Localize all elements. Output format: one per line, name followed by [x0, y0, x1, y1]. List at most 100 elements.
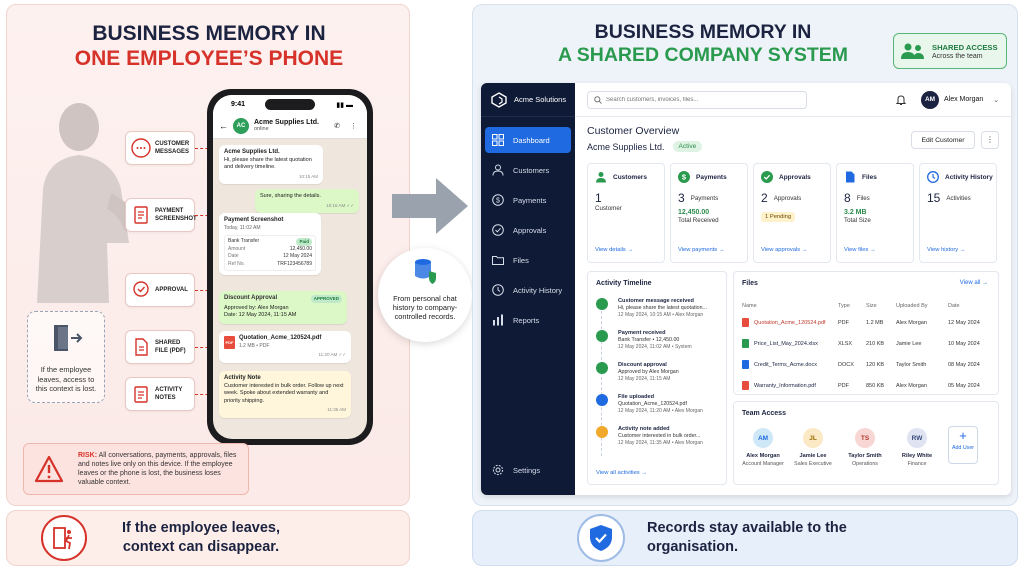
timeline-item[interactable]: Payment received Bank Transfer • 12,450.…	[596, 330, 722, 351]
message-text: Sure, sharing the details.	[260, 193, 321, 199]
column-header[interactable]: Date	[948, 303, 960, 309]
column-header[interactable]: Name	[742, 303, 757, 309]
files-view-all-link[interactable]: View all →	[959, 280, 988, 286]
nav-approvals[interactable]: Approvals	[485, 217, 571, 243]
card-activity-title: Activity History	[945, 173, 993, 181]
payment-subtitle: Today, 11:02 AM	[224, 224, 261, 231]
team-title: Team Access	[742, 410, 786, 417]
timeline-item[interactable]: Discount approval Approved by Alex Morga…	[596, 362, 722, 383]
add-user-button[interactable]: + Add User	[948, 426, 978, 464]
more-options-icon[interactable]: ⋮	[981, 131, 999, 149]
nav-reports[interactable]: Reports	[485, 307, 571, 333]
user-name[interactable]: Alex Morgan	[944, 96, 984, 103]
pdf-name: Quotation_Acme_120524.pdf	[239, 335, 322, 341]
table-row[interactable]: Price_List_May_2024.xlsx XLSX 210 KB Jam…	[742, 333, 992, 354]
left-title-line2: ONE EMPLOYEE’S PHONE	[74, 47, 344, 70]
file-uploader: Jamie Lee	[896, 340, 922, 347]
label-payment-screenshot: PAYMENT SCREENSHOT	[125, 198, 197, 232]
chat-header: ← AC Acme Supplies Ltd. online ✆ ⋮	[213, 113, 367, 139]
right-panel: BUSINESS MEMORY IN A SHARED COMPANY SYST…	[472, 4, 1018, 506]
view-approvals-link[interactable]: View approvals →	[761, 247, 808, 253]
pdf-file-icon	[742, 318, 749, 327]
topbar: AM Alex Morgan ⌄	[575, 83, 1011, 117]
note-title: Activity Note	[224, 375, 261, 381]
view-details-link[interactable]: View details →	[595, 247, 634, 253]
file-name: Quotation_Acme_120524.pdf	[754, 319, 826, 326]
file-date: 12 May 2024	[948, 319, 980, 326]
shared-access-subtitle: Across the team	[932, 52, 983, 60]
search-input[interactable]	[606, 96, 796, 103]
message-pdf-file[interactable]: PDF Quotation_Acme_120524.pdf 1.2 MB • P…	[219, 331, 351, 363]
view-history-link[interactable]: View history →	[927, 247, 966, 253]
team-member[interactable]: AM Alex Morgan Account Manager	[736, 428, 790, 467]
date-label: Date	[228, 253, 239, 259]
dollar-icon	[596, 330, 608, 342]
contact-status: online	[254, 126, 269, 132]
timeline-item-meta: 12 May 2024, 11:35 AM • Alex Morgan	[618, 440, 703, 446]
payment-status: Paid	[296, 238, 312, 246]
call-menu-icons[interactable]: ✆ ⋮	[334, 122, 361, 130]
team-member[interactable]: RW Riley White Finance	[890, 428, 944, 467]
timeline-item[interactable]: Activity note added Customer interested …	[596, 426, 722, 447]
column-header[interactable]: Uploaded By	[896, 303, 928, 309]
ref-value: TRF123456789	[277, 260, 312, 267]
team-member[interactable]: JL Jamie Lee Sales Executive	[786, 428, 840, 467]
center-text: From personal chat history to company-co…	[392, 294, 458, 321]
timeline-line	[601, 306, 602, 456]
table-row[interactable]: Quotation_Acme_120524.pdf PDF 1.2 MB Ale…	[742, 312, 992, 333]
file-size: 210 KB	[866, 340, 885, 347]
approval-by: Approved by: Alex Morgan	[224, 304, 289, 311]
timeline-item[interactable]: Customer message received Hi, please sha…	[596, 298, 722, 319]
message-payment-screenshot[interactable]: Payment Screenshot Today, 11:02 AM Bank …	[219, 213, 321, 275]
nav-customers[interactable]: Customers	[485, 157, 571, 183]
exit-info-text: If the employee leaves, access to this c…	[35, 365, 97, 393]
clock-icon	[492, 284, 504, 296]
left-panel: BUSINESS MEMORY IN ONE EMPLOYEE’S PHONE …	[6, 4, 410, 506]
risk-warning-box: RISK: All conversations, payments, appro…	[23, 443, 249, 495]
team-member[interactable]: TS Taylor Smith Operations	[838, 428, 892, 467]
file-name: Credit_Terms_Acme.docx	[754, 361, 817, 368]
card-files-count: 8	[844, 191, 851, 205]
nav-payments[interactable]: $ Payments	[485, 187, 571, 213]
card-files-label: Files	[856, 194, 870, 202]
risk-text: All conversations, payments, approvals, …	[78, 452, 237, 486]
amount-label: Amount	[228, 245, 246, 252]
contact-avatar[interactable]: AC	[233, 117, 249, 134]
approval-title: Discount Approval	[224, 295, 278, 301]
shield-check-icon	[577, 514, 625, 562]
nav-files[interactable]: Files	[485, 247, 571, 273]
pdf-file-icon	[742, 381, 749, 390]
contact-info[interactable]: Acme Supplies Ltd. online	[254, 119, 319, 132]
card-customers-label: Customer	[595, 205, 622, 212]
back-arrow-icon[interactable]: ←	[219, 120, 228, 131]
search-box[interactable]	[587, 90, 807, 109]
timeline-item[interactable]: File uploaded Quotation_Acme_120524.pdf …	[596, 394, 722, 415]
table-row[interactable]: Credit_Terms_Acme.docx DOCX 120 KB Taylo…	[742, 354, 992, 375]
view-payments-link[interactable]: View payments →	[678, 247, 725, 253]
brand-name: Acme Solutions	[514, 95, 567, 104]
edit-customer-button[interactable]: Edit Customer	[911, 131, 975, 149]
user-icon	[492, 164, 504, 176]
timeline-item-meta: 12 May 2024, 11:02 AM • System	[618, 344, 692, 350]
column-header[interactable]: Type	[838, 303, 850, 309]
column-header[interactable]: Size	[866, 303, 877, 309]
bell-icon[interactable]	[895, 94, 907, 106]
chevron-down-icon[interactable]: ⌄	[993, 96, 1000, 104]
nav-dashboard[interactable]: Dashboard	[485, 127, 571, 153]
table-row[interactable]: Warranty_Information.pdf PDF 850 KB Alex…	[742, 375, 992, 396]
database-shield-icon	[415, 259, 436, 284]
shared-access-badge: SHARED ACCESS Across the team	[893, 33, 1007, 69]
avatar: RW	[907, 428, 927, 448]
view-files-link[interactable]: View files →	[844, 247, 876, 253]
user-avatar[interactable]: AM	[921, 90, 939, 109]
files-title: Files	[742, 280, 758, 287]
nav-activity-history[interactable]: Activity History	[485, 277, 571, 303]
label-approval-text: APPROVAL	[155, 287, 188, 293]
warning-triangle-icon	[34, 455, 64, 483]
file-date: 10 May 2024	[948, 340, 980, 347]
file-icon	[846, 171, 855, 183]
nav-settings[interactable]: Settings	[485, 457, 571, 483]
view-all-activities-link[interactable]: View all activities →	[596, 470, 648, 476]
file-name: Price_List_May_2024.xlsx	[754, 340, 818, 347]
